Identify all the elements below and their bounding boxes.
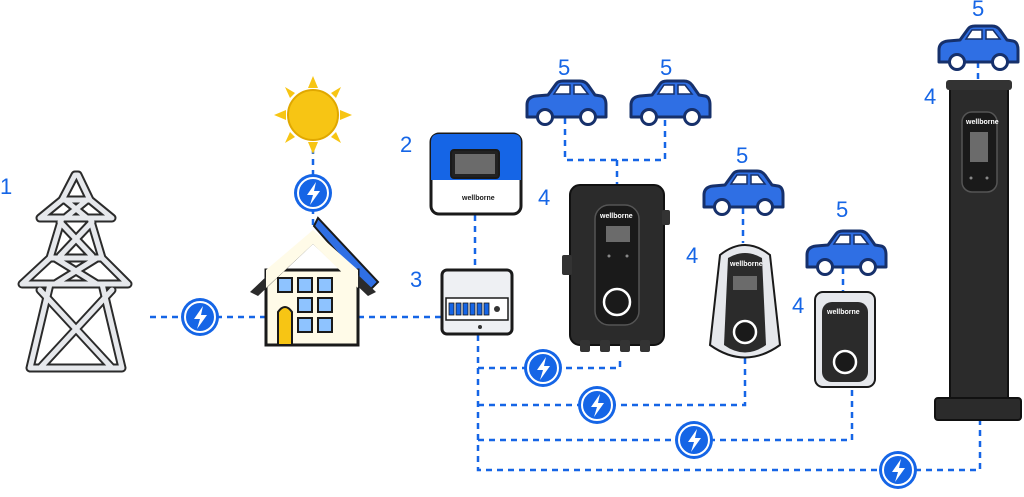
lightning-bolt-icon bbox=[523, 348, 563, 388]
label-grid: 1 bbox=[0, 174, 12, 199]
lightning-bolt-icon bbox=[878, 450, 918, 490]
car-icon bbox=[525, 79, 608, 126]
label-inverter: 2 bbox=[400, 132, 412, 157]
inverter-brand-text: wellborne bbox=[461, 195, 495, 202]
lightning-bolt-icon bbox=[180, 297, 220, 337]
wallbox-charger-icon: wellborne bbox=[814, 291, 876, 388]
lightning-bolt-icon bbox=[577, 385, 617, 425]
label-wallbox-medium: 4 bbox=[686, 243, 698, 268]
car-icon bbox=[937, 24, 1020, 71]
wallbox-large-brand-text: wellborne bbox=[599, 213, 633, 220]
label-car-e: 5 bbox=[972, 0, 984, 21]
label-wallbox-small: 4 bbox=[792, 293, 804, 318]
car-icon bbox=[805, 229, 888, 276]
label-car-b: 5 bbox=[660, 55, 672, 80]
car-icon bbox=[702, 169, 785, 216]
power-pylon-icon bbox=[17, 170, 133, 373]
lightning-bolt-icon bbox=[674, 420, 714, 460]
label-car-a: 5 bbox=[558, 55, 570, 80]
inverter-icon: wellborne bbox=[429, 132, 523, 216]
wallbox-medium-brand-text: wellborne bbox=[729, 261, 763, 268]
house-icon bbox=[250, 216, 380, 347]
sun-icon bbox=[274, 76, 352, 154]
wallbox-small-brand-text: wellborne bbox=[826, 309, 860, 316]
wallbox-charger-icon: wellborne bbox=[562, 184, 670, 352]
pillar-brand-text: wellborne bbox=[965, 119, 999, 126]
label-car-d: 5 bbox=[836, 197, 848, 222]
label-car-c: 5 bbox=[736, 143, 748, 168]
wallbox-charger-icon: wellborne bbox=[708, 244, 782, 359]
distribution-board-icon bbox=[440, 268, 514, 336]
label-wallbox-large: 4 bbox=[538, 185, 550, 210]
lightning-bolt-icon bbox=[293, 173, 333, 213]
pillar-charger-icon: wellborne bbox=[934, 80, 1022, 421]
label-pillar-charger: 4 bbox=[924, 84, 936, 109]
label-distribution-board: 3 bbox=[410, 267, 422, 292]
car-icon bbox=[629, 79, 712, 126]
